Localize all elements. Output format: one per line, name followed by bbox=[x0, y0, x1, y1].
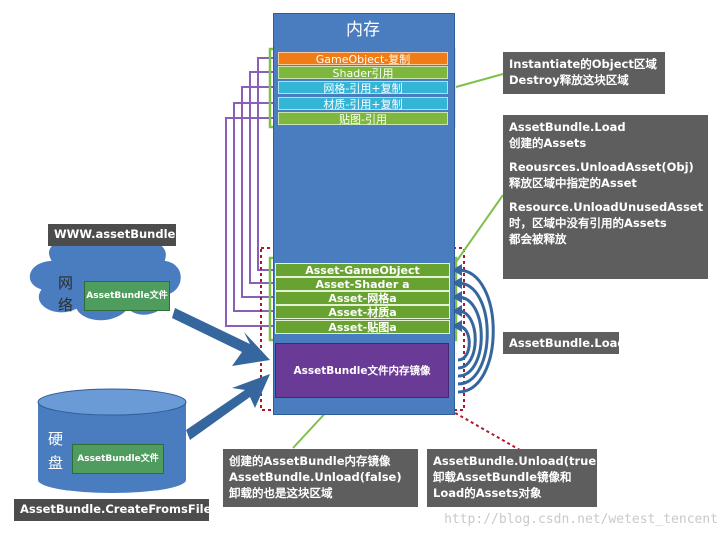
asset-texture: Asset-贴图a bbox=[275, 320, 450, 334]
unload-true-callout-line bbox=[449, 409, 521, 451]
instantiate-callout-line bbox=[455, 73, 504, 88]
disk-char-1: 硬 bbox=[48, 430, 64, 448]
disk-assetbundle-file: AssetBundle文件 bbox=[72, 444, 164, 474]
bar-texture-ref: 贴图-引用 bbox=[278, 112, 448, 126]
bar-mesh-ref-copy: 网格-引用+复制 bbox=[278, 81, 448, 95]
bundle-load-arrowheads bbox=[452, 264, 462, 332]
asset-mesh: Asset-网格a bbox=[275, 291, 450, 305]
note-line: 都会被释放 bbox=[509, 232, 567, 246]
bundle-load-note: AssetBundle.Load bbox=[503, 332, 626, 354]
note-line: 卸载AssetBundle镜像和 bbox=[433, 470, 572, 484]
note-line: Instantiate的Object区域 bbox=[509, 57, 657, 71]
asset-gameobject: Asset-GameObject bbox=[275, 263, 450, 277]
disk-arrow bbox=[186, 374, 270, 440]
note-line: 时，区域中没有引用的Assets bbox=[509, 216, 667, 230]
network-assetbundle-file: AssetBundle文件 bbox=[84, 281, 170, 311]
assetbundle-memory-mirror: AssetBundle文件内存镜像 bbox=[275, 343, 449, 398]
asset-shader: Asset-Shader a bbox=[275, 277, 450, 291]
note-line: Destroy释放这块区域 bbox=[509, 73, 629, 87]
note-line: AssetBundle.Unload(false) bbox=[229, 470, 402, 484]
note-line: 创建的Assets bbox=[509, 136, 587, 150]
unload-true-note: AssetBundle.Unload(true) 卸载AssetBundle镜像… bbox=[427, 449, 602, 507]
bar-material-ref-copy: 材质-引用+复制 bbox=[278, 97, 448, 111]
note-spacer bbox=[509, 151, 702, 159]
network-char-1: 网 bbox=[58, 274, 74, 292]
asset-material: Asset-材质a bbox=[275, 305, 450, 319]
memory-title: 内存 bbox=[346, 20, 380, 40]
instantiate-note: Instantiate的Object区域 Destroy释放这块区域 bbox=[503, 52, 665, 94]
www-assetbundle-label: WWW.assetBundle bbox=[48, 224, 176, 246]
note-line: 释放区域中指定的Asset bbox=[509, 176, 637, 190]
network-char-2: 络 bbox=[58, 296, 74, 314]
note-line: AssetBundle.Unload(true) bbox=[433, 454, 602, 468]
watermark: http://blog.csdn.net/wetest_tencent bbox=[444, 512, 718, 527]
purple-connectors bbox=[225, 57, 277, 327]
bundle-load-arrows bbox=[457, 268, 495, 394]
asset-load-callout-line bbox=[455, 194, 504, 263]
bar-shader-ref: Shader引用 bbox=[278, 66, 448, 80]
bar-gameobject-copy: GameObject-复制 bbox=[278, 52, 448, 66]
asset-load-note: AssetBundle.Load 创建的Assets Reousrces.Unl… bbox=[503, 115, 708, 279]
note-line: Load的Assets对象 bbox=[433, 486, 542, 500]
createfromfile-label: AssetBundle.CreateFromsFile bbox=[14, 499, 211, 521]
note-spacer bbox=[509, 191, 702, 199]
network-arrow bbox=[172, 308, 270, 366]
note-line: 创建的AssetBundle内存镜像 bbox=[229, 454, 391, 468]
note-line: Reousrces.UnloadAsset(Obj) bbox=[509, 160, 694, 174]
note-line: AssetBundle.Load bbox=[509, 120, 626, 134]
disk-char-2: 盘 bbox=[48, 454, 64, 472]
note-line: Resource.UnloadUnusedAsset bbox=[509, 200, 704, 214]
note-line: 卸载的也是这块区域 bbox=[229, 486, 333, 500]
unload-false-note: 创建的AssetBundle内存镜像 AssetBundle.Unload(fa… bbox=[223, 449, 418, 507]
